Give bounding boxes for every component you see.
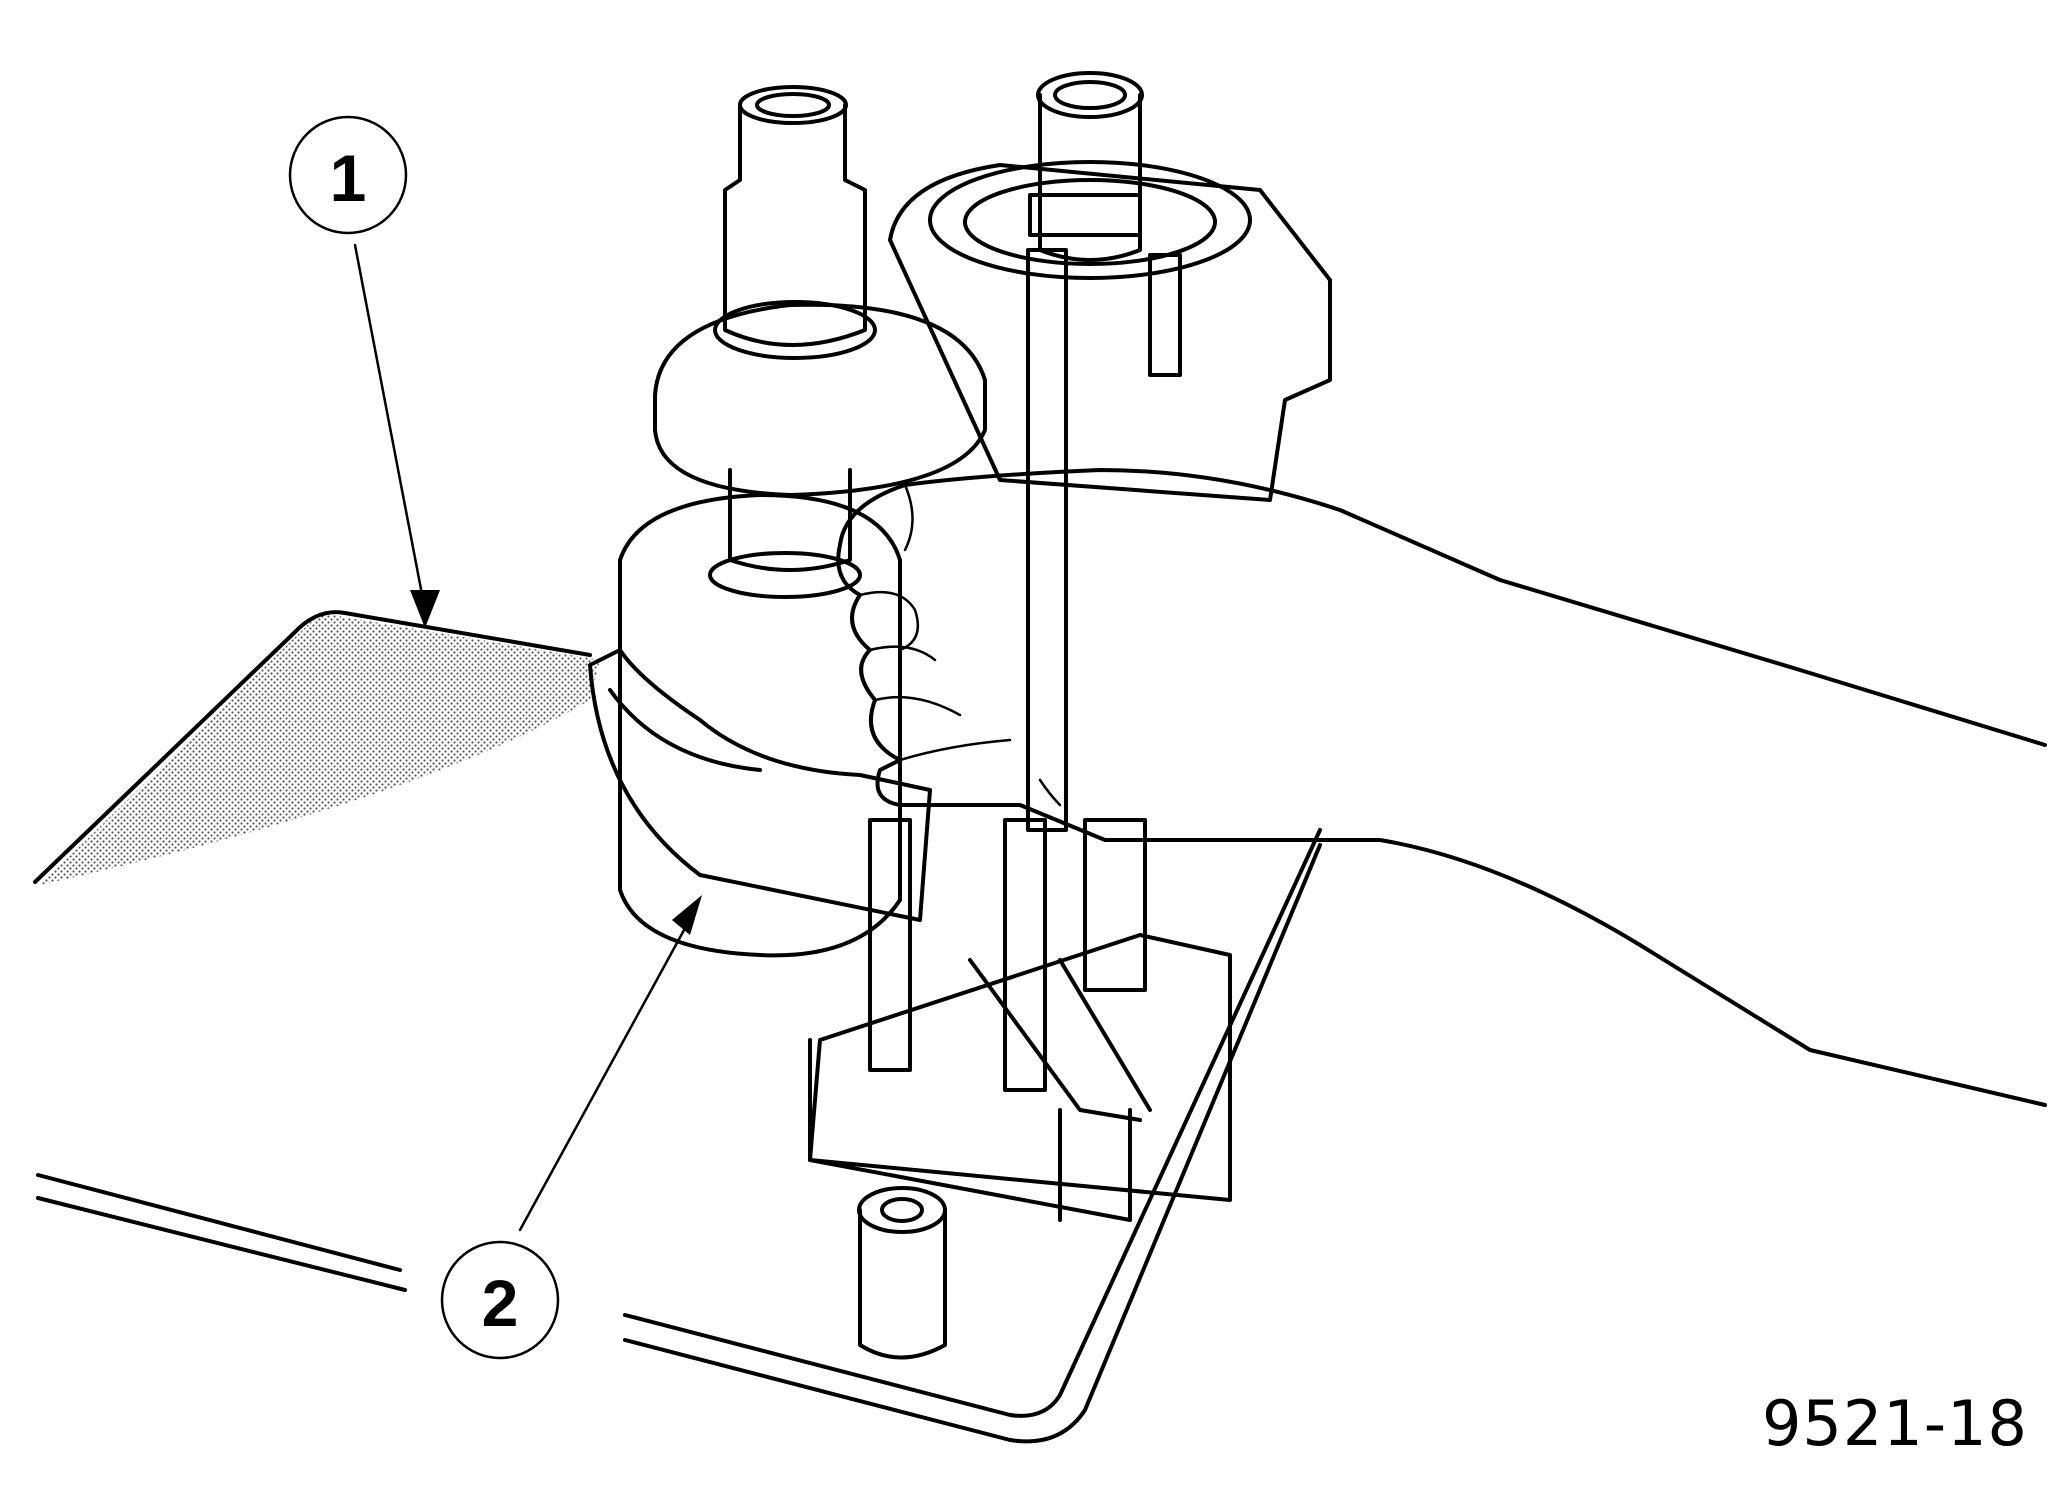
workbench-plate	[33, 610, 1322, 1444]
rear-shaft-housing	[888, 71, 1332, 832]
figure-number: 9521-18	[1761, 1387, 2028, 1460]
callout-1: 1	[288, 115, 440, 628]
holding-fixture	[808, 818, 1232, 1222]
callout-2-label: 2	[482, 1266, 519, 1340]
support-post	[857, 1186, 947, 1360]
lower-gear-cluster	[618, 468, 902, 958]
hand	[836, 468, 2047, 1107]
shift-fork	[588, 648, 932, 922]
callout-1-label: 1	[330, 141, 367, 215]
main-shaft	[653, 85, 987, 497]
callout-2: 2	[440, 895, 702, 1360]
